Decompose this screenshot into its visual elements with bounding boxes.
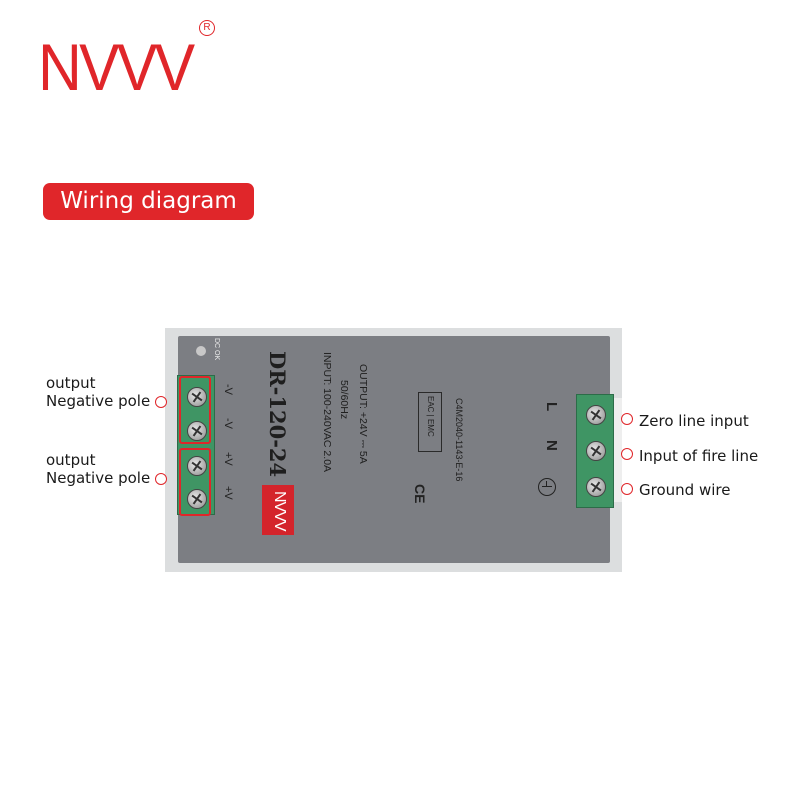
- annotation-marker-icon: [621, 448, 633, 460]
- ce-mark: CE: [412, 484, 428, 504]
- input-spec: INPUT: 100-240VAC 2.0A: [321, 352, 333, 473]
- annotation-line2: Negative pole: [46, 392, 151, 410]
- din-mount-tab: [612, 398, 622, 502]
- diagram-title: Wiring diagram: [43, 183, 254, 220]
- dc-ok-label: DC OK: [213, 338, 220, 361]
- terminal-label: -V: [222, 384, 234, 395]
- terminal-screw-icon: [187, 456, 207, 476]
- annotation-output-1: output Negative pole: [46, 374, 150, 410]
- annotation-zero-line: Zero line input: [639, 412, 749, 430]
- model-number: DR-120-24: [265, 351, 290, 478]
- annotation-marker-icon: [621, 413, 633, 425]
- terminal-screw-icon: [586, 477, 606, 497]
- psu-front-panel: [178, 336, 610, 563]
- output-terminal-block: [177, 375, 215, 515]
- frequency-spec: 50/60Hz: [338, 380, 350, 420]
- annotation-marker-icon: [621, 483, 633, 495]
- terminal-screw-icon: [187, 489, 207, 509]
- negative-terminal-highlight: [179, 376, 211, 444]
- cert-mark-text: EAC | EMC: [426, 396, 435, 437]
- certification-mark: EAC | EMC: [418, 392, 442, 452]
- terminal-screw-icon: [187, 387, 207, 407]
- registered-mark-icon: R: [199, 20, 215, 36]
- brand-name: NVVV: [38, 30, 195, 104]
- ground-symbol-icon: [538, 478, 556, 496]
- terminal-screw-icon: [586, 405, 606, 425]
- cert-code: C4M2040-1143-E-16: [454, 398, 464, 482]
- terminal-label-l: L: [543, 402, 560, 412]
- annotation-output-2: output Negative pole: [46, 451, 150, 487]
- annotation-line2: Negative pole: [46, 469, 151, 487]
- annotation-line1: output: [46, 451, 96, 469]
- device-logo-text: NVVV: [271, 491, 288, 531]
- positive-terminal-highlight: [179, 448, 211, 516]
- annotation-line1: output: [46, 374, 96, 392]
- terminal-screw-icon: [187, 421, 207, 441]
- device-logo: NVVV: [262, 485, 294, 535]
- terminal-label: -V: [222, 418, 234, 429]
- terminal-screw-icon: [586, 441, 606, 461]
- dc-ok-led-icon: [196, 346, 206, 356]
- terminal-label: +V: [222, 452, 234, 466]
- terminal-label-n: N: [543, 440, 560, 451]
- annotation-marker-icon: [155, 473, 167, 485]
- input-terminal-block: [576, 394, 614, 508]
- annotation-marker-icon: [155, 396, 167, 408]
- annotation-fire-line: Input of fire line: [639, 447, 759, 465]
- output-spec: OUTPUT: +24V ⎓ 5A: [357, 364, 369, 464]
- annotation-ground-wire: Ground wire: [639, 481, 731, 499]
- terminal-label: +V: [222, 486, 234, 500]
